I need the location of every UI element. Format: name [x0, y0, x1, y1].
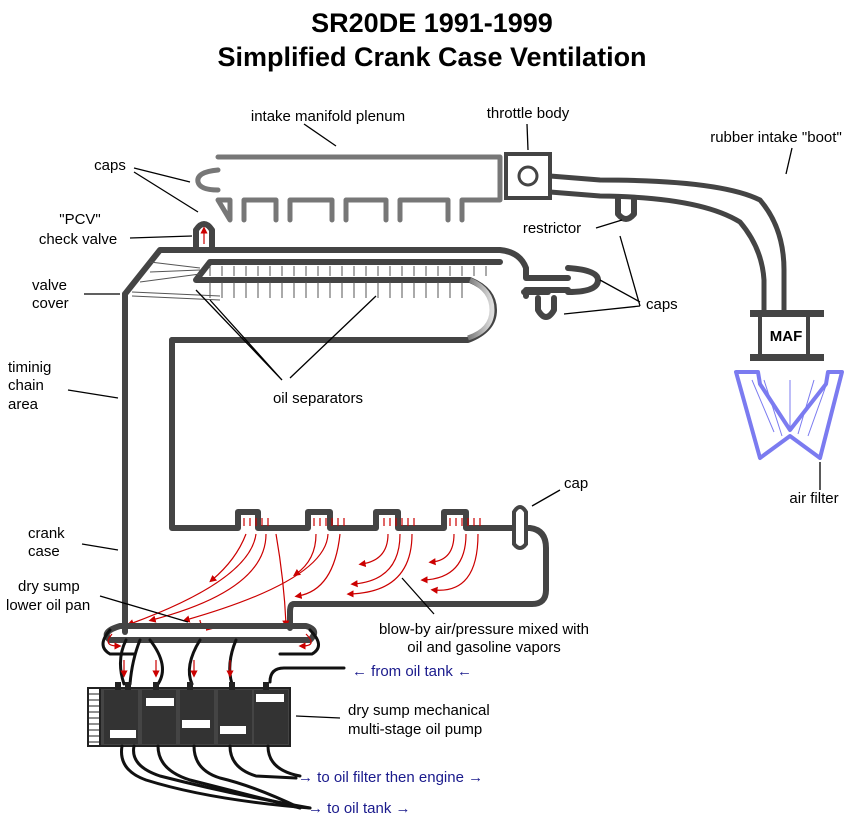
rubber-intake-boot-inner: [549, 189, 767, 312]
flow-to-oil-tank: → to oil tank →: [308, 800, 411, 817]
maf-label: MAF: [770, 328, 803, 345]
maf-sensor: MAF: [750, 310, 824, 361]
label-dry-sump-line-2: lower oil pan: [6, 597, 90, 614]
label-valve-cover-line-2: cover: [32, 295, 69, 312]
throttle-body: [504, 152, 552, 200]
label-rubber-intake-boot: rubber intake "boot": [710, 129, 842, 146]
flow-to-oil-filter: → to oil filter then engine →: [298, 769, 483, 786]
blowby-arrows: [126, 518, 481, 631]
label-timing-line-2: chain: [8, 377, 44, 394]
label-dry-sump-line-1: dry sump: [18, 578, 80, 595]
flow-from-oil-tank: ← from oil tank ←: [352, 663, 472, 680]
label-pcv-line-2: check valve: [39, 231, 117, 248]
label-crank-case-line-1: crank: [28, 525, 65, 542]
label-oil-separators: oil separators: [273, 390, 363, 407]
label-air-filter: air filter: [789, 490, 838, 507]
label-blowby-line-2: oil and gasoline vapors: [407, 639, 560, 656]
title-line-2: Simplified Crank Case Ventilation: [217, 42, 646, 72]
pcv-check-valve: [193, 221, 215, 251]
label-pump-line-1: dry sump mechanical: [348, 702, 490, 719]
valve-cover-cap-upper: [565, 265, 601, 295]
crankcase-cap: [512, 505, 528, 550]
air-filter: [734, 370, 844, 460]
label-timing-line-3: area: [8, 396, 39, 413]
leader-lines: [67, 123, 821, 719]
label-crank-case-line-2: case: [28, 543, 60, 560]
label-blowby-line-1: blow-by air/pressure mixed with: [379, 621, 589, 638]
title-line-1: SR20DE 1991-1999: [311, 8, 553, 38]
engine-outline: [122, 247, 571, 635]
label-caps-right: caps: [646, 296, 678, 313]
oil-separators: [131, 261, 495, 341]
restrictor-fitting: [615, 195, 637, 222]
label-restrictor: restrictor: [523, 220, 581, 237]
scavenge-hoses: [119, 638, 346, 686]
label-pcv-line-1: "PCV": [59, 211, 101, 228]
oil-pump: [87, 682, 291, 747]
pressure-hoses: [120, 744, 312, 810]
label-throttle-body: throttle body: [487, 105, 570, 122]
label-timing-line-1: timinig: [8, 359, 51, 376]
valve-cover-cap-lower: [535, 295, 557, 320]
dry-sump-oil-pan: [101, 623, 320, 656]
label-pump-line-2: multi-stage oil pump: [348, 721, 482, 738]
label-intake-manifold-plenum: intake manifold plenum: [251, 108, 405, 125]
intake-manifold-plenum: [195, 154, 503, 223]
label-cap: cap: [564, 475, 588, 492]
label-valve-cover-line-1: valve: [32, 277, 67, 294]
label-caps-top: caps: [94, 157, 126, 174]
rubber-intake-boot: [549, 173, 787, 312]
